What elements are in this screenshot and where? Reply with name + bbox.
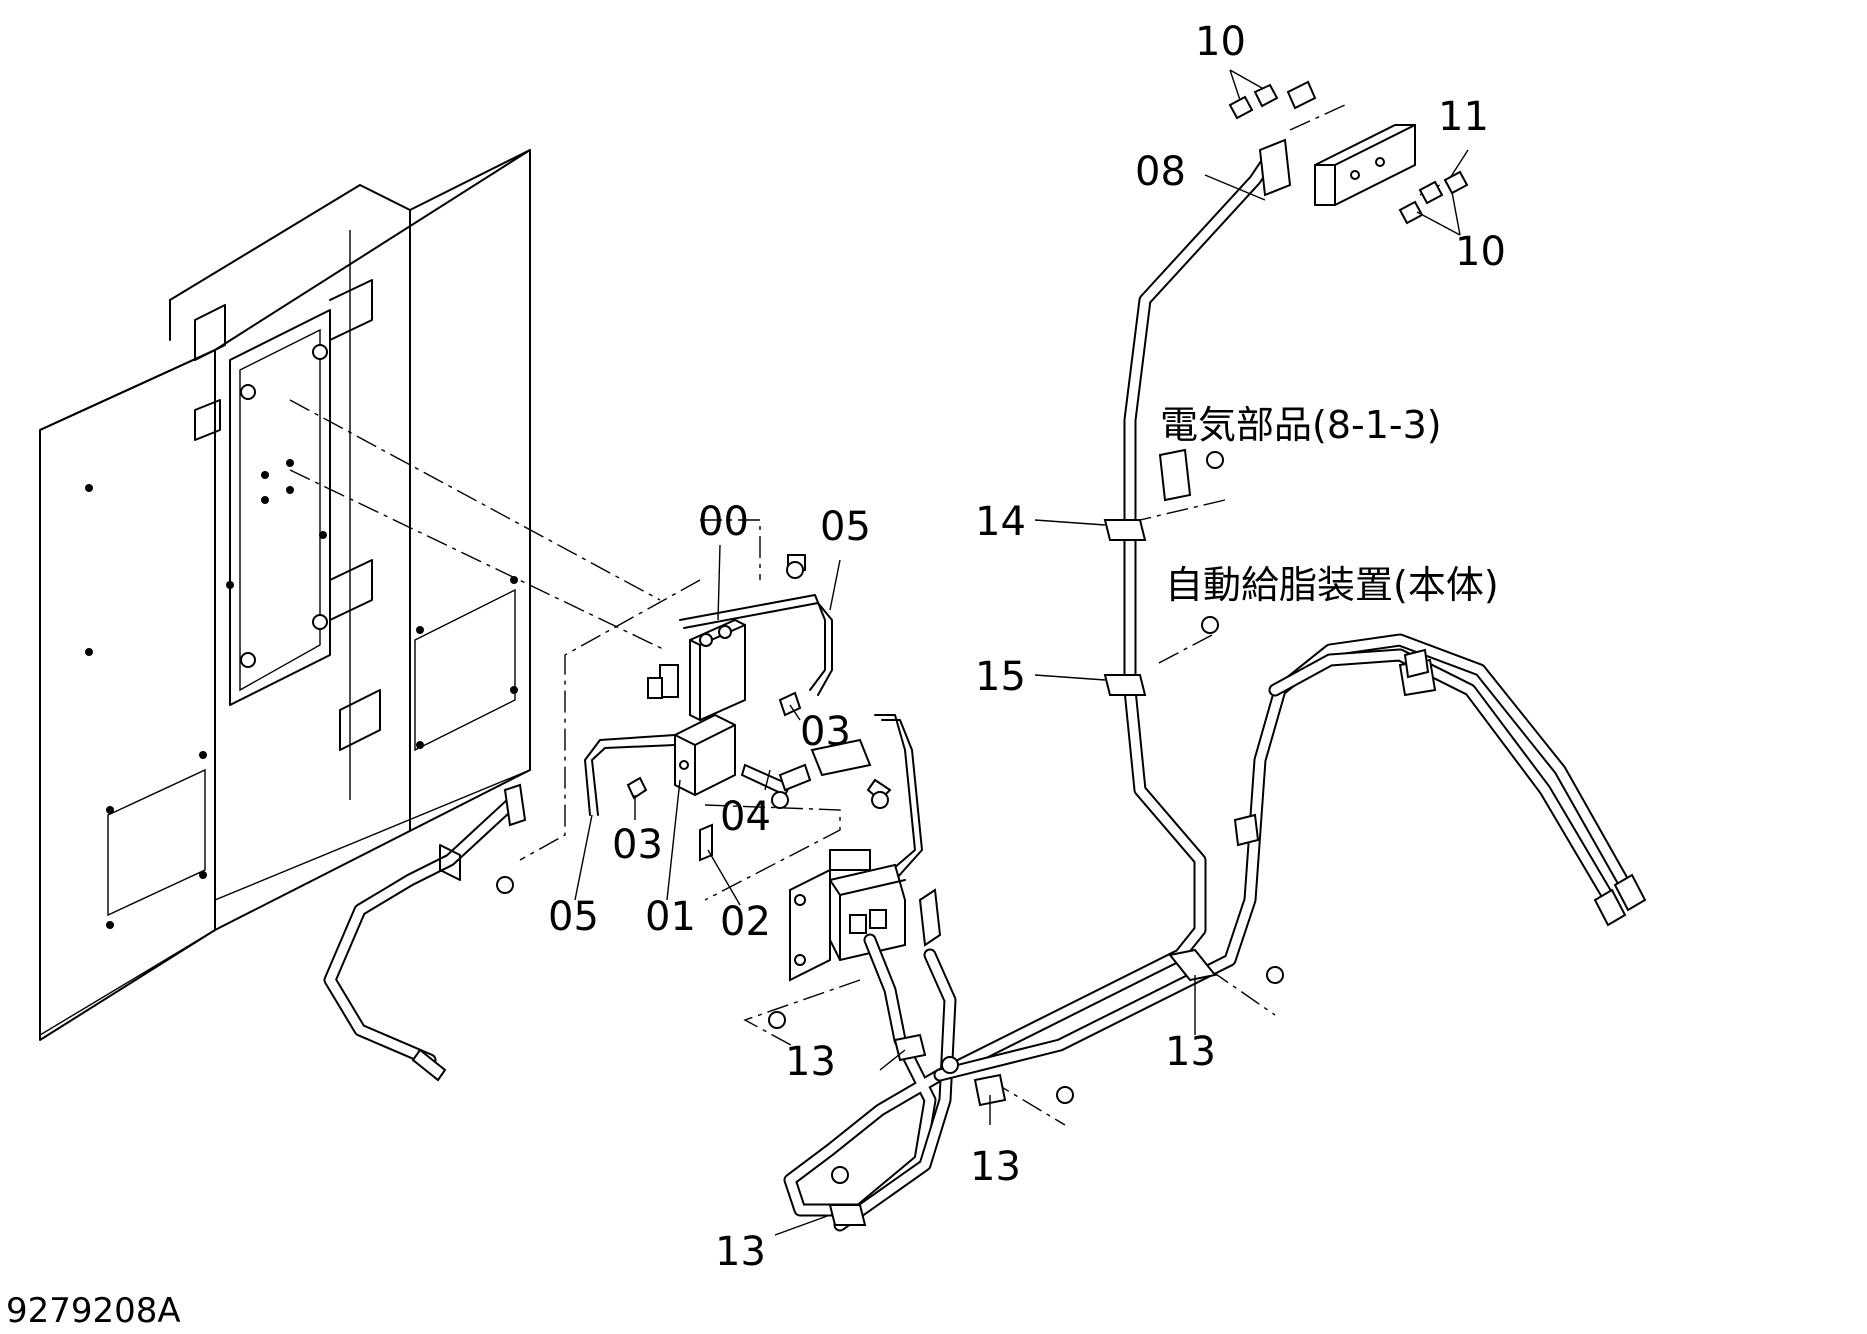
callout-upper-pipe: 05 [820, 504, 871, 550]
drawing-number: 9279208A [6, 1291, 181, 1331]
note-electrical-parts: 電気部品(8-1-3) [1160, 403, 1442, 447]
callout-upper-connectors: 10 [1195, 19, 1246, 65]
callout-valve-block: 00 [698, 499, 749, 545]
fittings [626, 554, 892, 862]
callout-clamp-a: 13 [785, 1039, 836, 1085]
callout-lower-connectors: 10 [1455, 229, 1506, 275]
callout-bolt: 04 [720, 794, 771, 840]
callout-clamp-lower: 15 [975, 654, 1026, 700]
leader-lines [574, 69, 1469, 1236]
main-hose [783, 138, 1647, 1232]
callout-lower-fitting: 03 [612, 822, 663, 868]
bolts [768, 451, 1284, 1184]
callout-plug: 11 [1438, 94, 1489, 140]
top-block [1228, 80, 1469, 225]
callout-upper-fitting: 03 [800, 709, 851, 755]
note-auto-lube-unit: 自動給脂装置(本体) [1165, 563, 1499, 607]
part-callouts: 00 05 03 04 03 05 01 02 10 11 10 08 14 15 13 13 13 13 [548, 19, 1506, 1275]
callout-clamp-upper: 14 [975, 499, 1026, 545]
pipes-05 [584, 594, 923, 889]
callout-clamp-d: 13 [715, 1229, 766, 1275]
callout-clamp-c: 13 [970, 1144, 1021, 1190]
block [674, 713, 736, 797]
panel-bolt-holes [85, 344, 518, 929]
callout-clamp-b: 13 [1165, 1029, 1216, 1075]
clamps [828, 448, 1437, 1226]
callout-lower-pipe: 05 [548, 894, 599, 940]
left-hose [323, 783, 527, 1082]
lower-manifold [789, 849, 942, 982]
callout-hose: 08 [1135, 149, 1186, 195]
callout-grease-nipple: 02 [720, 899, 771, 945]
callout-block: 01 [645, 894, 696, 940]
mounting-panel [39, 149, 531, 1041]
distribution-valve [647, 618, 746, 722]
